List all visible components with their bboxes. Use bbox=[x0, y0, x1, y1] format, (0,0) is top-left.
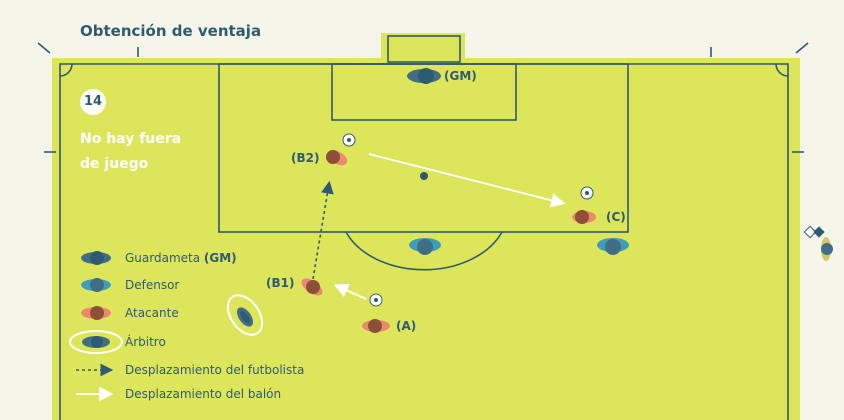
ball-b2 bbox=[342, 133, 356, 147]
pitch-lines bbox=[37, 42, 809, 420]
offside-note-line2: de juego bbox=[80, 156, 149, 172]
offside-note-line1: No hay fuera bbox=[80, 131, 182, 147]
legend-defender-icon bbox=[81, 278, 111, 292]
ball-pass-b2-to-c bbox=[368, 153, 566, 208]
label-c: (C) bbox=[606, 210, 626, 224]
diagram-title: Obtención de ventaja bbox=[80, 22, 262, 40]
goal bbox=[387, 35, 461, 63]
legend-player-movement-label: Desplazamiento del futbolista bbox=[125, 363, 304, 377]
label-b2: (B2) bbox=[291, 151, 319, 165]
ball-a bbox=[369, 293, 383, 307]
referee bbox=[226, 294, 264, 336]
ball-pass-a-to-b1 bbox=[333, 283, 367, 300]
legend: Guardameta (GM) Defensor Atacante Árbitr… bbox=[69, 251, 304, 402]
legend-ball-movement-label: Desplazamiento del balón bbox=[125, 387, 281, 401]
legend-defender-label: Defensor bbox=[125, 278, 179, 292]
legend-referee-icon bbox=[69, 330, 123, 354]
attacker-b1 bbox=[301, 278, 323, 296]
goalkeeper-player bbox=[407, 68, 441, 84]
attacker-c bbox=[572, 210, 596, 224]
legend-goalkeeper-abbr: (GM) bbox=[204, 251, 237, 265]
ball-c bbox=[580, 186, 594, 200]
legend-goalkeeper-icon bbox=[81, 251, 111, 265]
defender-1 bbox=[409, 238, 441, 255]
label-a: (A) bbox=[396, 319, 416, 333]
goal-area-top bbox=[381, 33, 465, 61]
legend-referee-label: Árbitro bbox=[125, 334, 166, 349]
label-b1: (B1) bbox=[266, 276, 294, 290]
defender-2 bbox=[597, 238, 629, 255]
legend-goalkeeper-label: Guardameta bbox=[125, 251, 204, 265]
svg-text:Guardameta (GM): Guardameta (GM) bbox=[125, 251, 237, 265]
legend-attacker-label: Atacante bbox=[125, 306, 179, 320]
assistant-referee bbox=[803, 225, 833, 261]
attacker-b2 bbox=[326, 150, 348, 166]
diagram-number-badge: 14 bbox=[80, 89, 106, 115]
attacker-a bbox=[362, 319, 390, 333]
label-gk: (GM) bbox=[444, 69, 477, 83]
offside-note: No hay fuera de juego bbox=[80, 127, 181, 177]
penalty-spot bbox=[420, 172, 428, 180]
player-movement-arrow bbox=[312, 180, 334, 280]
legend-attacker-icon bbox=[81, 306, 111, 320]
